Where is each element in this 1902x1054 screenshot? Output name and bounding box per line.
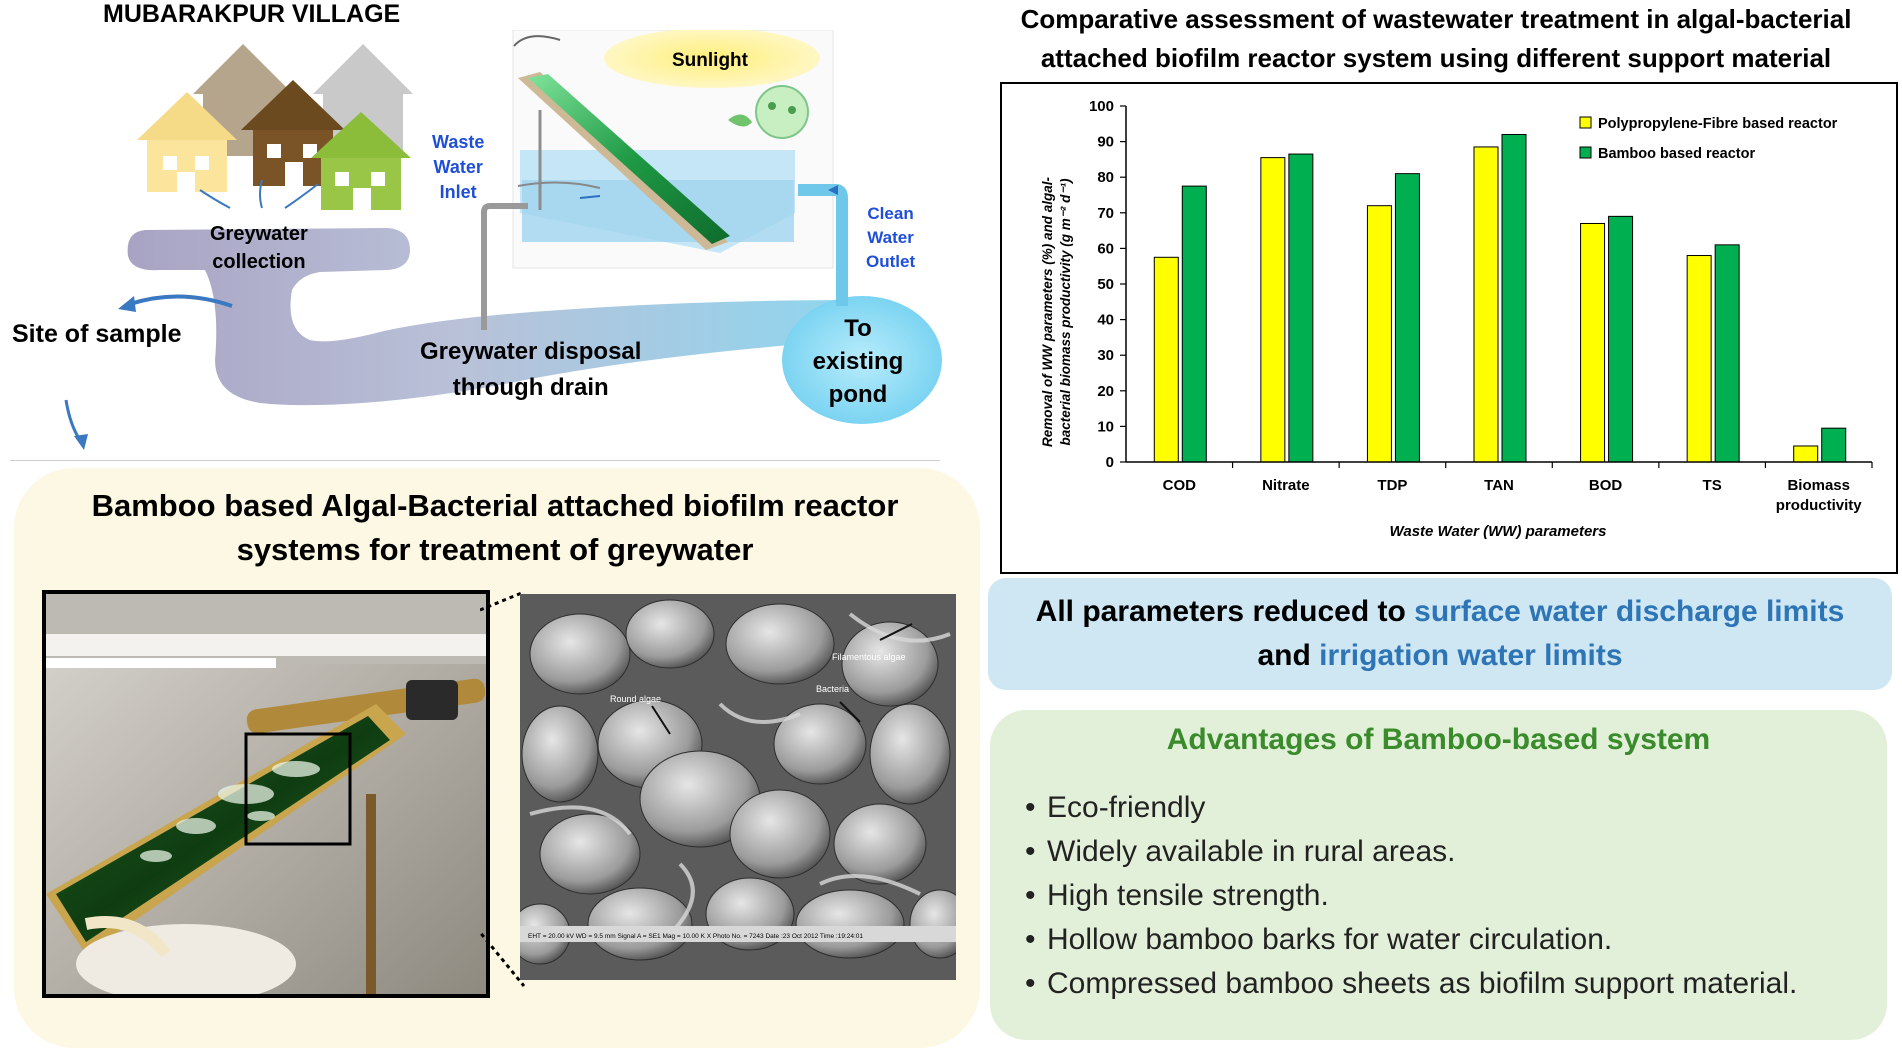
legend-swatch [1579, 116, 1592, 129]
reactor-photo [42, 590, 490, 998]
x-tick-label: TDP [1377, 477, 1407, 494]
bar-bamboo [1501, 133, 1527, 463]
bar-bamboo [1288, 153, 1314, 463]
advantages-list: Eco-friendly Widely available in rural a… [1025, 786, 1875, 1006]
advantage-item: High tensile strength. [1025, 874, 1875, 918]
village-title: MUBARAKPUR VILLAGE [103, 0, 401, 28]
legend-label: Polypropylene-Fibre based reactor [1598, 116, 1838, 132]
advantage-item: Widely available in rural areas. [1025, 830, 1875, 874]
pond-illustration [782, 296, 942, 424]
sem-micrograph: Filamentous algae Bacteria Round algae E… [520, 594, 956, 980]
y-tick-label: 30 [1097, 347, 1114, 364]
y-tick-label: 10 [1097, 418, 1114, 435]
x-tick-label: COD [1163, 477, 1197, 494]
bar-polypropylene [1793, 445, 1819, 463]
y-tick-label: 20 [1097, 383, 1114, 400]
down-arrow [64, 399, 82, 441]
y-tick-label: 100 [1089, 98, 1114, 115]
bar-polypropylene [1686, 255, 1712, 463]
advantage-item: Hollow bamboo barks for water circulatio… [1025, 918, 1875, 962]
bar-bamboo [1181, 185, 1207, 463]
chart-legend: Polypropylene-Fibre based reactorBamboo … [1579, 116, 1838, 162]
y-tick-label: 80 [1097, 169, 1114, 186]
bar-bamboo [1714, 244, 1740, 463]
legend-label: Bamboo based reactor [1598, 146, 1755, 162]
x-axis-title: Waste Water (WW) parameters [1389, 523, 1606, 540]
bar-polypropylene [1260, 157, 1286, 463]
site-of-sample-label: Site of sample [12, 320, 182, 348]
sample-arrow [129, 294, 233, 308]
bar-bamboo [1394, 173, 1420, 463]
bar-polypropylene [1153, 256, 1179, 463]
y-tick-label: 50 [1097, 276, 1114, 293]
bamboo-panel-title: Bamboo based Algal-Bacterial attached bi… [91, 488, 899, 567]
sem-label-round: Round algae [610, 694, 661, 704]
sun-illustration [604, 30, 820, 88]
zoom-connector-lines [480, 590, 525, 987]
houses-illustration [137, 44, 413, 210]
bar-chart: 0 10 20 30 40 50 60 70 80 90 100 COD Nitrate TDP TAN B… [1040, 98, 1873, 540]
y-axis-title-line1: Removal of WW parameters (%) and algal- [1040, 176, 1055, 447]
bar-polypropylene [1366, 205, 1392, 463]
y-tick-label: 0 [1106, 454, 1114, 471]
greywater-drain [127, 228, 860, 406]
house-flow-arrows [199, 179, 319, 209]
advantage-item: Eco-friendly [1025, 786, 1875, 830]
x-tick-label: TS [1703, 477, 1722, 494]
wastewater-schematic [64, 30, 942, 450]
x-tick-label: TAN [1484, 477, 1514, 494]
chart-heading: Comparative assessment of wastewater tre… [1020, 4, 1852, 73]
chart-frame: 0 10 20 30 40 50 60 70 80 90 100 COD Nitrate TDP TAN B… [1000, 82, 1898, 574]
advantage-item: Compressed bamboo sheets as biofilm supp… [1025, 962, 1875, 1006]
bar-bamboo [1821, 427, 1847, 463]
y-axis-title-line2: bacterial biomass productivity (g m⁻² d⁻… [1058, 178, 1073, 446]
reactor-illustration [481, 30, 848, 330]
y-tick-label: 70 [1097, 205, 1114, 222]
discharge-limits-box [988, 578, 1892, 690]
bar-polypropylene [1473, 146, 1499, 463]
x-tick-label: productivity [1776, 497, 1862, 514]
discharge-limits-text: All parameters reduced to surface water … [1035, 595, 1845, 672]
y-tick-label: 40 [1097, 312, 1114, 329]
section-divider [10, 460, 940, 461]
x-tick-label: Biomass [1787, 477, 1850, 494]
y-tick-label: 60 [1097, 240, 1114, 257]
x-tick-label: Nitrate [1262, 477, 1310, 494]
sunlight-label: Sunlight [672, 50, 748, 71]
sem-label-bacteria: Bacteria [816, 684, 849, 694]
advantages-title: Advantages of Bamboo-based system [1166, 723, 1711, 756]
y-axis-title: Removal of WW parameters (%) and algal- … [1040, 176, 1073, 447]
bar-polypropylene [1580, 222, 1606, 463]
sem-footer-text: EHT = 20.00 kV WD = 9.5 mm Signal A = SE… [528, 933, 863, 940]
zoom-region-box [244, 732, 352, 846]
legend-swatch [1579, 146, 1592, 159]
x-tick-label: BOD [1589, 477, 1623, 494]
y-tick-label: 90 [1097, 134, 1114, 151]
sem-label-filamentous: Filamentous algae [832, 652, 906, 662]
bar-bamboo [1608, 215, 1634, 463]
